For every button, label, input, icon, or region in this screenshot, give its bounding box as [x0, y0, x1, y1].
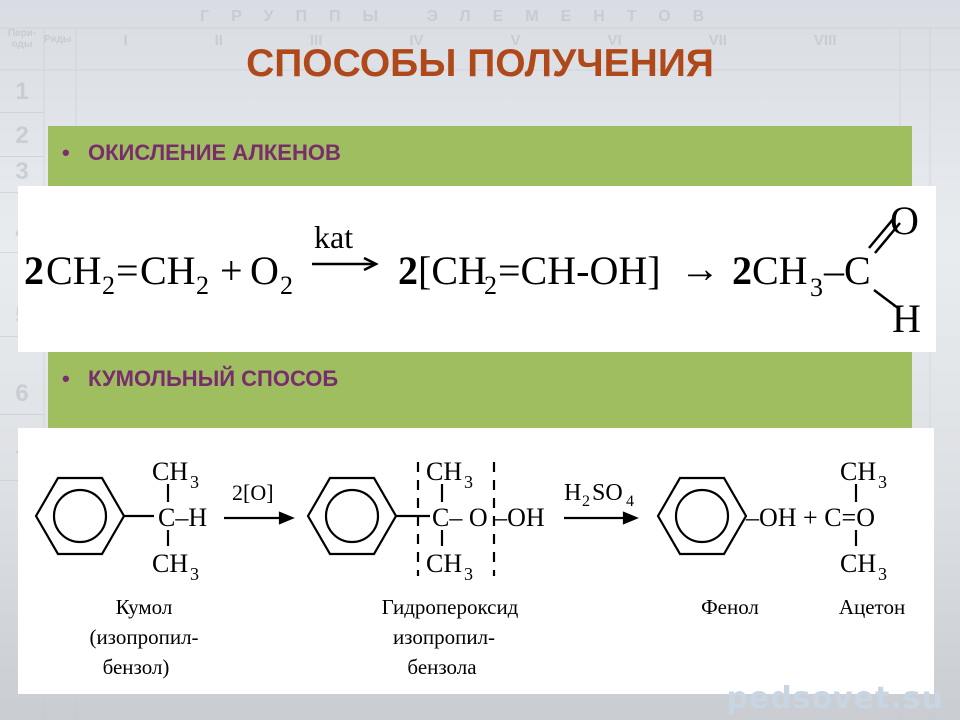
product-c: –C	[823, 248, 871, 293]
bullet-text: КУМОЛЬНЫЙ СПОСОБ	[88, 366, 339, 391]
pt-group: III	[309, 32, 323, 49]
c-o-oh: C– O –OH	[432, 503, 545, 532]
bullet-marker: •	[62, 366, 70, 391]
bullet-band-2	[48, 350, 912, 428]
sub-2: 2	[102, 271, 115, 300]
ch-bond	[873, 289, 899, 309]
label-hydroperoxide: бензола	[407, 655, 477, 679]
pt-group: VI	[607, 32, 622, 49]
bullet-item: • ОКИСЛЕНИЕ АЛКЕНОВ	[62, 140, 341, 166]
plus: +	[220, 248, 243, 293]
co-bond-2	[874, 222, 901, 254]
pt-period: 2	[0, 116, 44, 157]
arrow-1-head	[278, 511, 295, 525]
label-cumene: бензол)	[103, 655, 170, 679]
label-cumene: (изопропил-	[89, 625, 198, 649]
pt-period-label: Пери-оды	[7, 28, 37, 50]
kat-arrow-head	[363, 256, 379, 272]
benzene-ring-circle	[324, 488, 380, 544]
bullet-marker: •	[62, 140, 70, 165]
ch3-top: CH	[426, 457, 462, 486]
reagent-1: 2[O]	[232, 480, 274, 505]
reactant-coef: 2	[24, 248, 44, 293]
aldehyde-oxygen: O	[890, 198, 919, 243]
intermediate-ch: [CH	[418, 248, 487, 293]
bullet-band-1	[48, 126, 912, 186]
pt-group: I	[123, 32, 128, 49]
c-h: C–H	[158, 503, 207, 532]
reagent-2-sub: 2	[582, 493, 590, 510]
benzene-ring	[656, 476, 748, 556]
pt-group: II	[214, 32, 223, 49]
oxygen-o: O	[250, 248, 279, 293]
pt-group: VII	[708, 32, 727, 49]
sub-3: 3	[878, 472, 887, 492]
pt-header: ГРУППЫ ЭЛЕМЕНТОВ	[200, 8, 727, 25]
product-coef: 2	[732, 248, 752, 293]
reagent-2: H	[564, 480, 581, 506]
sub-2: 2	[196, 271, 209, 300]
pt-group: V	[510, 32, 521, 49]
pt-period: 6	[0, 374, 44, 415]
sub-3: 3	[810, 273, 823, 302]
sub-3: 3	[464, 472, 473, 492]
ch3-top: CH	[152, 457, 188, 486]
watermark-logo: pedsovet.su	[726, 681, 944, 716]
label-hydroperoxide: изопропил-	[393, 625, 495, 649]
reaction-1-panel: 2 CH 2 = CH 2 + O 2 kat 2 [CH 2 =CH-OH] …	[18, 186, 936, 352]
pt-period: 1	[0, 72, 44, 113]
reactant-ch: CH	[140, 248, 196, 293]
sub-3: 3	[878, 564, 887, 584]
ch3-bottom: CH	[426, 549, 462, 578]
aldehyde-hydrogen: H	[892, 296, 921, 341]
label-phenol: Фенол	[701, 595, 759, 619]
double-bond: =	[116, 248, 139, 293]
benzene-ring-circle	[52, 488, 108, 544]
intermediate-coef: 2	[398, 248, 418, 293]
intermediate-rest: =CH-OH]	[498, 248, 661, 293]
ch3-bottom: CH	[840, 549, 876, 578]
label-hydroperoxide: Гидропероксид	[382, 595, 519, 619]
product-ch: CH	[752, 248, 808, 293]
sub-3: 3	[464, 564, 473, 584]
reagent-2-sub: 4	[626, 493, 634, 510]
sub-2: 2	[484, 271, 497, 300]
ch3-top: CH	[840, 457, 876, 486]
pt-group: IV	[409, 32, 424, 49]
oh-plus-co: –OH + C=O	[745, 503, 875, 532]
label-cumene: Кумол	[116, 595, 173, 619]
catalyst-label: kat	[314, 219, 353, 255]
label-acetone: Ацетон	[839, 595, 905, 619]
sub-3: 3	[190, 564, 199, 584]
pt-group: VIII	[813, 32, 837, 49]
reagent-2-mid: SO	[592, 480, 623, 506]
sub-3: 3	[190, 472, 199, 492]
reactant-ch: CH	[46, 248, 102, 293]
pt-rows-label: Ряды	[44, 34, 72, 45]
reaction-arrow: →	[680, 246, 720, 291]
bullet-item: • КУМОЛЬНЫЙ СПОСОБ	[62, 366, 338, 392]
slide-title: СПОСОБЫ ПОЛУЧЕНИЯ	[246, 42, 714, 85]
arrow-2-head	[622, 511, 639, 525]
bullet-text: ОКИСЛЕНИЕ АЛКЕНОВ	[88, 140, 341, 165]
ch3-bottom: CH	[152, 549, 188, 578]
benzene-ring-circle	[674, 488, 730, 544]
pt-groups: I II III IV V VI VII VIII	[80, 32, 880, 49]
reaction-1-equation: 2 CH 2 = CH 2 + O 2 kat 2 [CH 2 =CH-OH] …	[24, 198, 921, 341]
co-bond-1	[868, 217, 895, 249]
sub-2: 2	[280, 271, 293, 300]
